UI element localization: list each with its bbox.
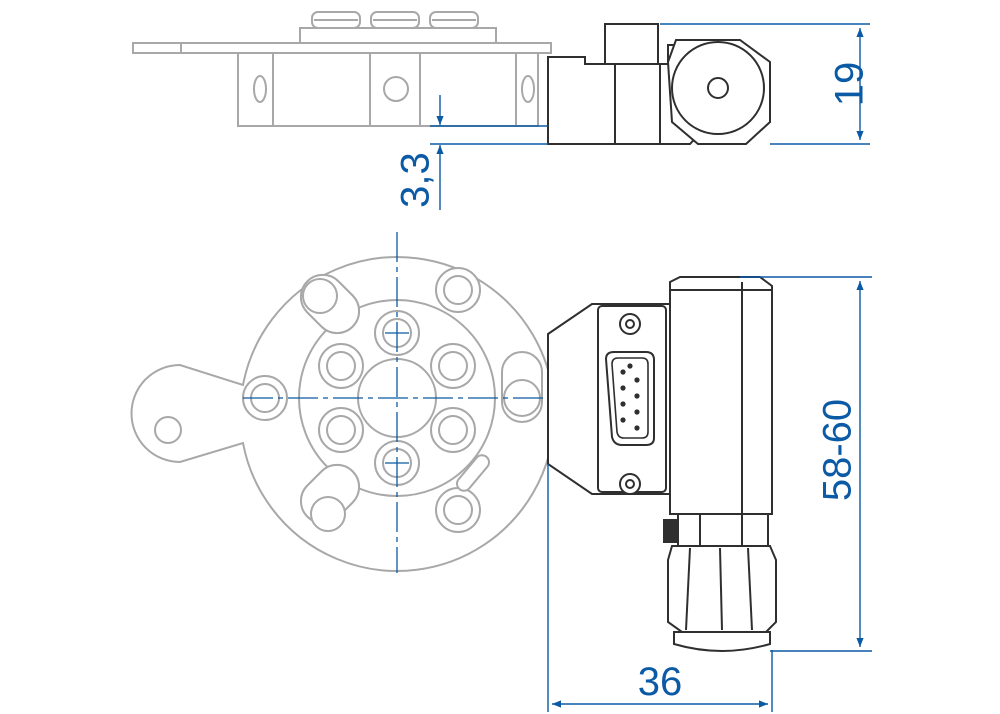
dsub-connector	[604, 351, 655, 446]
flange-inner-holes	[318, 310, 476, 486]
dimension-width-label: 36	[638, 660, 683, 704]
connector-side-body	[669, 276, 773, 515]
top-base-plate	[132, 27, 552, 127]
dsub-pins	[620, 363, 640, 431]
top-connector-body	[547, 23, 701, 145]
dimension-lines	[430, 23, 872, 712]
cable-gland	[663, 513, 777, 652]
dimension-height-bottom-label: 58-60	[816, 399, 860, 501]
dimension-height-top-label: 19	[828, 62, 872, 107]
top-screw-heads	[311, 11, 479, 29]
dimension-gap-label: 3,3	[394, 152, 438, 208]
flange-center-lines	[243, 232, 565, 573]
top-cable-gland-nut	[666, 39, 771, 145]
